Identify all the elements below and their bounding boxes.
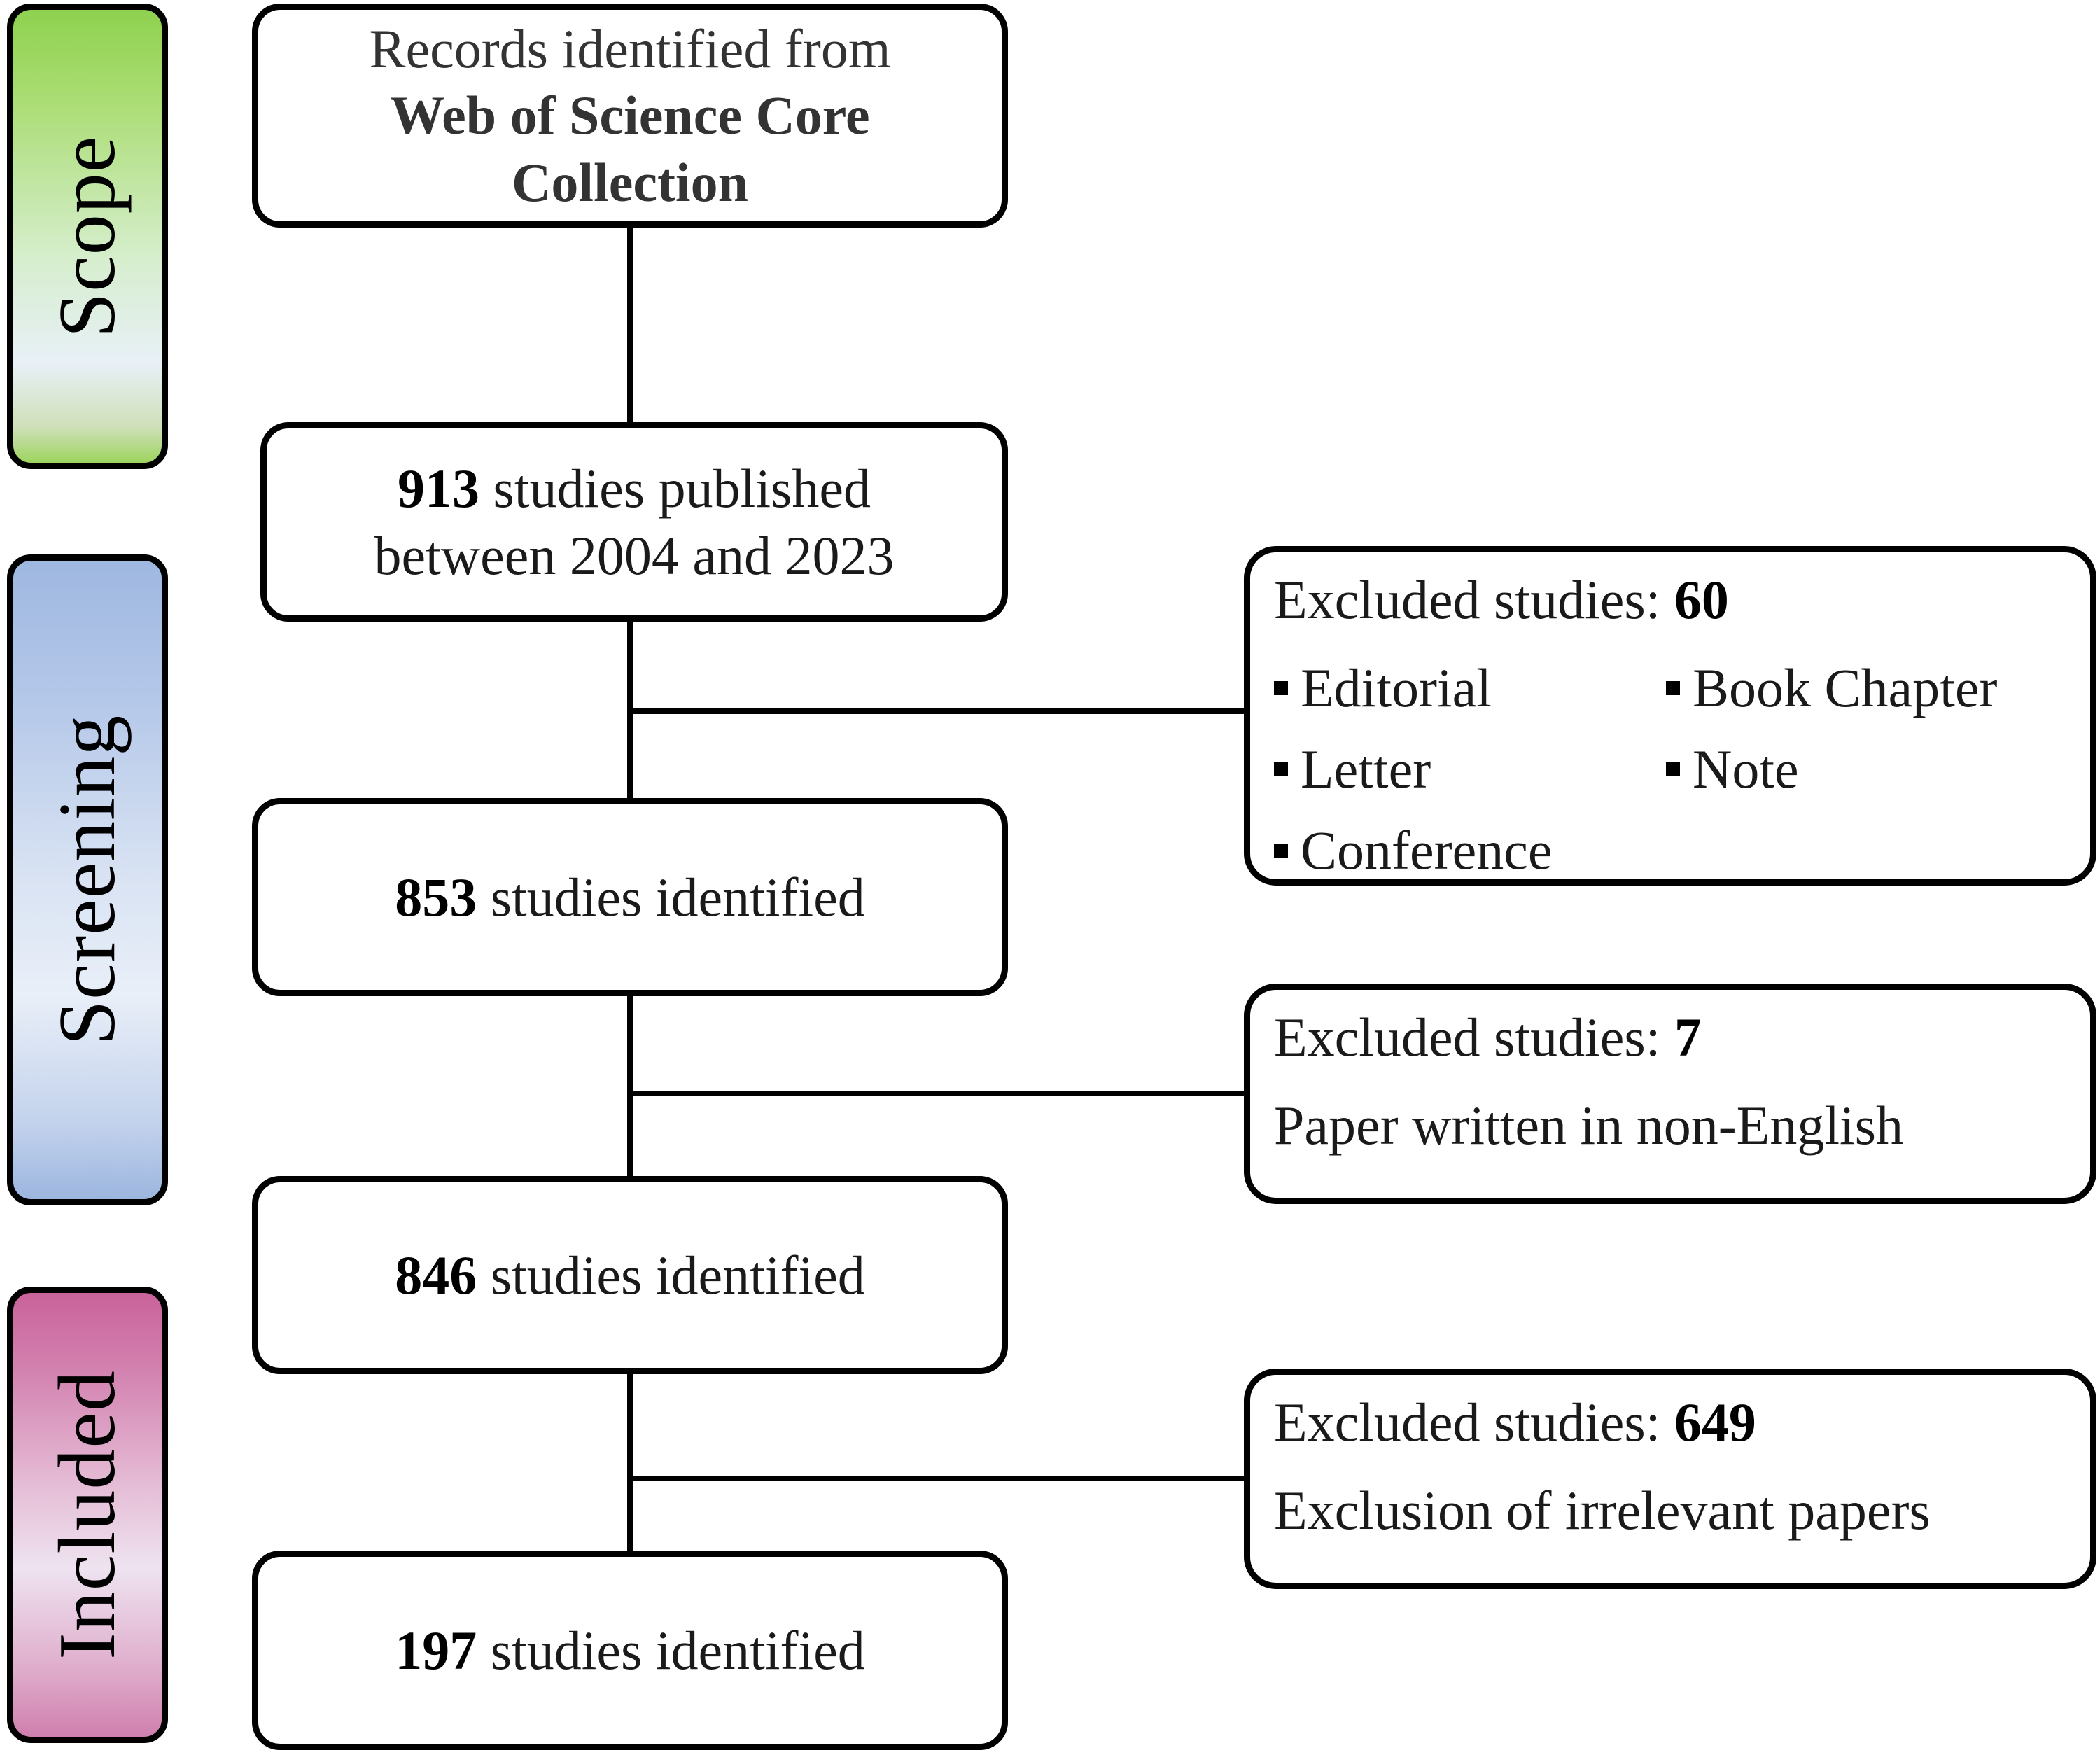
stage-label-included: Included bbox=[43, 1370, 132, 1660]
connector-846-to-197 bbox=[627, 1369, 633, 1556]
flow-box-identified-846: 846 studies identified bbox=[252, 1176, 1008, 1374]
exclusion-box-2: Excluded studies: 7 Paper written in non… bbox=[1244, 984, 2096, 1204]
bullet-square-icon bbox=[1666, 681, 1680, 696]
count-913: 913 bbox=[397, 458, 479, 519]
flow-box-identified-853: 853 studies identified bbox=[252, 798, 1008, 996]
flow-box-913-text: 913 studies published between 2004 and 2… bbox=[356, 455, 913, 588]
identified-853-label: studies identified bbox=[490, 866, 865, 928]
flow-box-published-range: 913 studies published between 2004 and 2… bbox=[260, 422, 1008, 622]
records-line-3: Collection bbox=[512, 151, 748, 213]
exclusion-1-item-columns: Editorial Letter Conference Book Chapter bbox=[1274, 639, 2066, 883]
exclusion-3-reason: Exclusion of irrelevant papers bbox=[1274, 1480, 1931, 1541]
flow-box-records-text: Records identified from Web of Science C… bbox=[351, 15, 909, 215]
exclusion-1-item-label: Book Chapter bbox=[1693, 657, 1998, 719]
count-197: 197 bbox=[395, 1619, 477, 1681]
exclusion-2-reason: Paper written in non-English bbox=[1274, 1095, 1904, 1156]
bullet-square-icon bbox=[1666, 762, 1680, 777]
flow-box-identified-197: 197 studies identified bbox=[252, 1551, 1008, 1750]
exclusion-1-item-label: Letter bbox=[1301, 739, 1432, 800]
flow-box-records-identified: Records identified from Web of Science C… bbox=[252, 4, 1008, 228]
connector-branch-exclusion-2 bbox=[630, 1091, 1250, 1096]
stage-bar-included: Included bbox=[7, 1287, 168, 1743]
flow-box-853-text: 853 studies identified bbox=[377, 864, 883, 930]
exclusion-1-title-prefix: Excluded studies: bbox=[1274, 569, 1674, 630]
records-line-1: Records identified from bbox=[369, 18, 891, 80]
records-line-2: Web of Science Core bbox=[390, 85, 870, 146]
exclusion-1-item: Editorial bbox=[1274, 656, 1666, 720]
exclusion-2-title-prefix: Excluded studies: bbox=[1274, 1007, 1674, 1068]
exclusion-1-count: 60 bbox=[1674, 569, 1729, 630]
connector-records-to-913 bbox=[627, 223, 633, 427]
exclusion-box-3: Excluded studies: 649 Exclusion of irrel… bbox=[1244, 1369, 2096, 1589]
stage-bar-screening: Screening bbox=[7, 554, 168, 1205]
exclusion-box-1: Excluded studies: 60 Editorial Letter Co… bbox=[1244, 546, 2096, 886]
exclusion-2-title: Excluded studies: 7 bbox=[1274, 1005, 2066, 1070]
published-range-line-2: between 2004 and 2023 bbox=[374, 524, 895, 586]
exclusion-3-title-prefix: Excluded studies: bbox=[1274, 1392, 1674, 1453]
stage-label-scope: Scope bbox=[43, 135, 132, 337]
exclusion-1-title: Excluded studies: 60 bbox=[1274, 568, 2066, 632]
exclusion-1-item-label: Conference bbox=[1301, 820, 1553, 881]
exclusion-1-item: Note bbox=[1666, 737, 1997, 802]
bullet-square-icon bbox=[1274, 844, 1288, 858]
flow-box-846-text: 846 studies identified bbox=[377, 1242, 883, 1308]
stage-bar-scope: Scope bbox=[7, 4, 168, 469]
connector-853-to-846 bbox=[627, 991, 633, 1181]
exclusion-1-column-2: Book Chapter Note bbox=[1666, 639, 1997, 883]
count-853: 853 bbox=[395, 866, 477, 928]
exclusion-2-count: 7 bbox=[1674, 1007, 1702, 1068]
stage-label-screening: Screening bbox=[43, 714, 132, 1046]
connector-branch-exclusion-3 bbox=[630, 1476, 1250, 1481]
exclusion-1-item: Letter bbox=[1274, 737, 1666, 802]
exclusion-1-item-label: Editorial bbox=[1301, 657, 1492, 719]
exclusion-3-count: 649 bbox=[1674, 1392, 1756, 1453]
flow-box-197-text: 197 studies identified bbox=[377, 1617, 883, 1684]
exclusion-3-title: Excluded studies: 649 bbox=[1274, 1390, 2066, 1455]
bullet-square-icon bbox=[1274, 762, 1288, 777]
exclusion-1-column-1: Editorial Letter Conference bbox=[1274, 639, 1666, 883]
connector-branch-exclusion-1 bbox=[630, 708, 1250, 714]
exclusion-1-item: Book Chapter bbox=[1666, 656, 1997, 720]
identified-197-label: studies identified bbox=[490, 1619, 865, 1681]
count-846: 846 bbox=[395, 1244, 477, 1306]
published-range-line-1: studies published bbox=[493, 458, 871, 519]
identified-846-label: studies identified bbox=[490, 1244, 865, 1306]
exclusion-1-item: Conference bbox=[1274, 818, 1666, 883]
bullet-square-icon bbox=[1274, 681, 1288, 696]
exclusion-1-item-label: Note bbox=[1693, 739, 1799, 800]
